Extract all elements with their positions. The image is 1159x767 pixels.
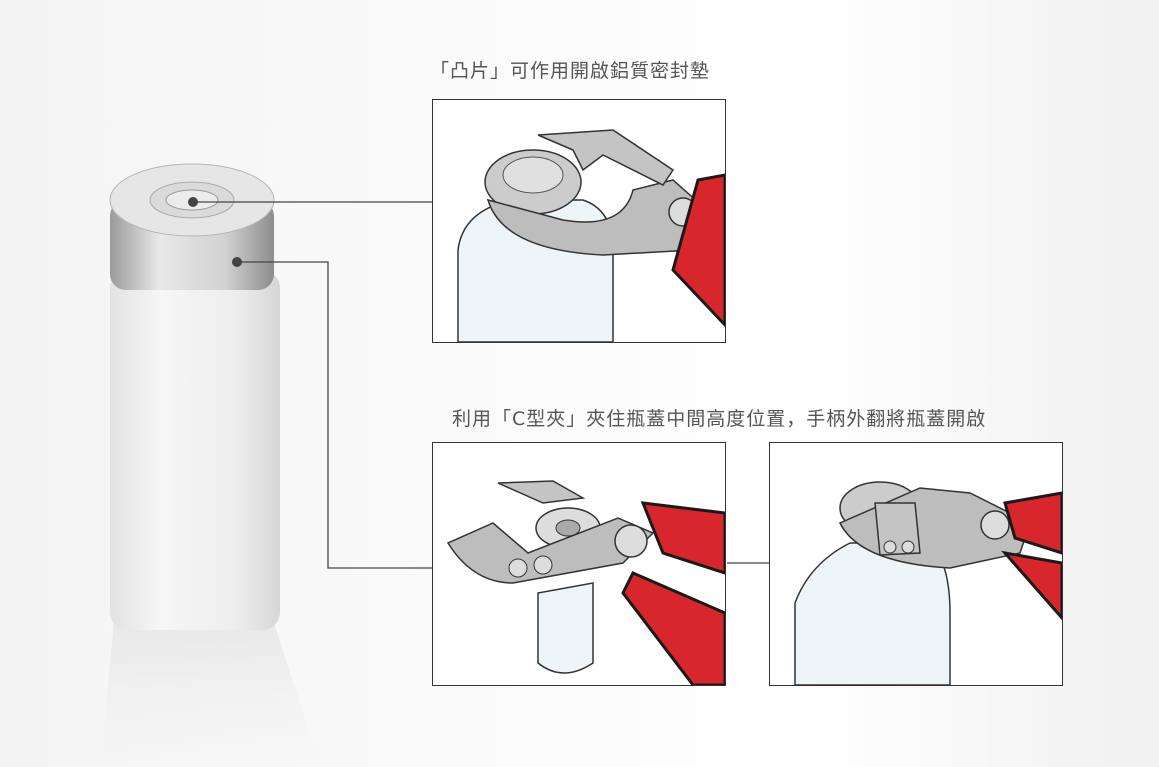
vial-photo: [100, 163, 320, 767]
caption-c-clamp-function: 利用「C型夾」夾住瓶蓋中間高度位置，手柄外翻將瓶蓋開啟: [452, 408, 987, 430]
illustration-tab-opening-seal: [432, 99, 726, 343]
caption-tab-function: 「凸片」可作用開啟鋁質密封墊: [430, 60, 711, 82]
illustration-lever-open-cap: [769, 442, 1063, 686]
illustration-c-clamp-gripping: [432, 442, 726, 686]
